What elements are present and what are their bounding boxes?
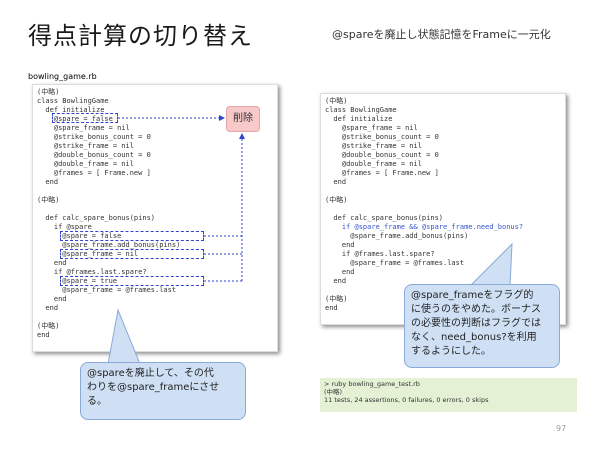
slide-subtitle: @spareを廃止し状態記憶をFrameに一元化 — [332, 28, 551, 41]
code-line: end — [37, 259, 67, 267]
text-line: するようにした。 — [411, 346, 491, 357]
code-line: def calc_spare_bonus(pins) — [37, 214, 156, 222]
slide-title: 得点計算の切り替え — [28, 22, 253, 50]
code-line: @strike_bonus_count = 0 — [325, 133, 439, 141]
code-line: @spare = false — [37, 115, 113, 123]
console-line: > ruby bowling_game_test.rb — [324, 380, 420, 388]
code-line: class BowlingGame — [325, 106, 397, 114]
code-line: end — [37, 178, 59, 186]
code-line: end — [37, 304, 59, 312]
code-line: @double_bonus_count = 0 — [37, 151, 151, 159]
code-line: if @frames.last.spare? — [325, 250, 435, 258]
code-line: end — [325, 178, 347, 186]
code-line: @strike_bonus_count = 0 — [37, 133, 151, 141]
page-number: 97 — [556, 424, 567, 433]
callout-right: @spare_frameをフラグ的に使うのをやめた。ボーナスの必要性の判断はフラ… — [404, 284, 560, 368]
code-line: @spare = true — [37, 277, 118, 285]
code-line: if @spare_frame && @spare_frame.need_bon… — [325, 223, 524, 231]
delete-badge: 削除 — [226, 106, 260, 132]
highlight-spare-true — [60, 276, 204, 286]
code-line: @spare_frame.add_bonus(pins) — [37, 241, 181, 249]
code-line: (中略) — [37, 322, 60, 330]
code-line: @spare_frame = @frames.last — [37, 286, 177, 294]
code-line: end — [325, 304, 338, 312]
code-line: @spare_frame = nil — [325, 124, 418, 132]
text-line: に使うのをやめた。ボーナス — [411, 304, 541, 315]
code-line: end — [37, 295, 67, 303]
callout-left: @spareを廃止して、その代わりを@spare_frameにさせる。 — [80, 362, 246, 420]
text-line: の必要性の判断はフラグでは — [411, 318, 541, 329]
test-output-console: > ruby bowling_game_test.rb(中略)11 tests,… — [320, 378, 577, 412]
code-line: end — [325, 241, 355, 249]
text-line: なく、need_bonus?を利用 — [411, 332, 537, 343]
console-line: (中略) — [324, 388, 343, 396]
code-line: @strike_frame = nil — [37, 142, 134, 150]
highlight-spare-init — [52, 113, 118, 123]
code-line: (中略) — [37, 196, 60, 204]
code-line: @strike_frame = nil — [325, 142, 422, 150]
text-line: @spare_frameをフラグ的 — [411, 290, 534, 301]
left-code-panel: (中略)class BowlingGame def initialize @sp… — [32, 84, 278, 352]
text-line: @spareを廃止して、その代 — [87, 368, 214, 379]
code-line: def calc_spare_bonus(pins) — [325, 214, 444, 222]
code-line: @frames = [ Frame.new ] — [37, 169, 151, 177]
code-line: if @spare — [37, 223, 92, 231]
code-line: @frames = [ Frame.new ] — [325, 169, 439, 177]
code-line: @spare_frame = nil — [37, 250, 139, 258]
code-line: if @frames.last.spare? — [37, 268, 147, 276]
code-line: @spare_frame = nil — [37, 124, 130, 132]
code-line: end — [325, 277, 347, 285]
text-line: る。 — [87, 396, 107, 407]
filename-label: bowling_game.rb — [28, 72, 97, 81]
code-line: (中略) — [325, 196, 348, 204]
code-line: (中略) — [325, 295, 348, 303]
code-line: @spare = false — [37, 232, 122, 240]
code-line: @double_bonus_count = 0 — [325, 151, 439, 159]
code-line: @double_frame = nil — [325, 160, 422, 168]
code-line: def initialize — [325, 115, 393, 123]
code-line: def initialize — [37, 106, 105, 114]
highlight-spare-false — [60, 231, 204, 241]
code-line: @spare_frame = @frames.last — [325, 259, 465, 267]
code-line: end — [325, 268, 355, 276]
code-line: @spare_frame.add_bonus(pins) — [325, 232, 469, 240]
code-line: (中略) — [37, 88, 60, 96]
console-line: 11 tests, 24 assertions, 0 failures, 0 e… — [324, 396, 489, 404]
highlight-spare-nil — [60, 249, 204, 259]
code-line: @double_frame = nil — [37, 160, 134, 168]
code-line: (中略) — [325, 97, 348, 105]
text-line: わりを@spare_frameにさせ — [87, 382, 220, 393]
code-line: class BowlingGame — [37, 97, 109, 105]
code-line: end — [37, 331, 50, 339]
